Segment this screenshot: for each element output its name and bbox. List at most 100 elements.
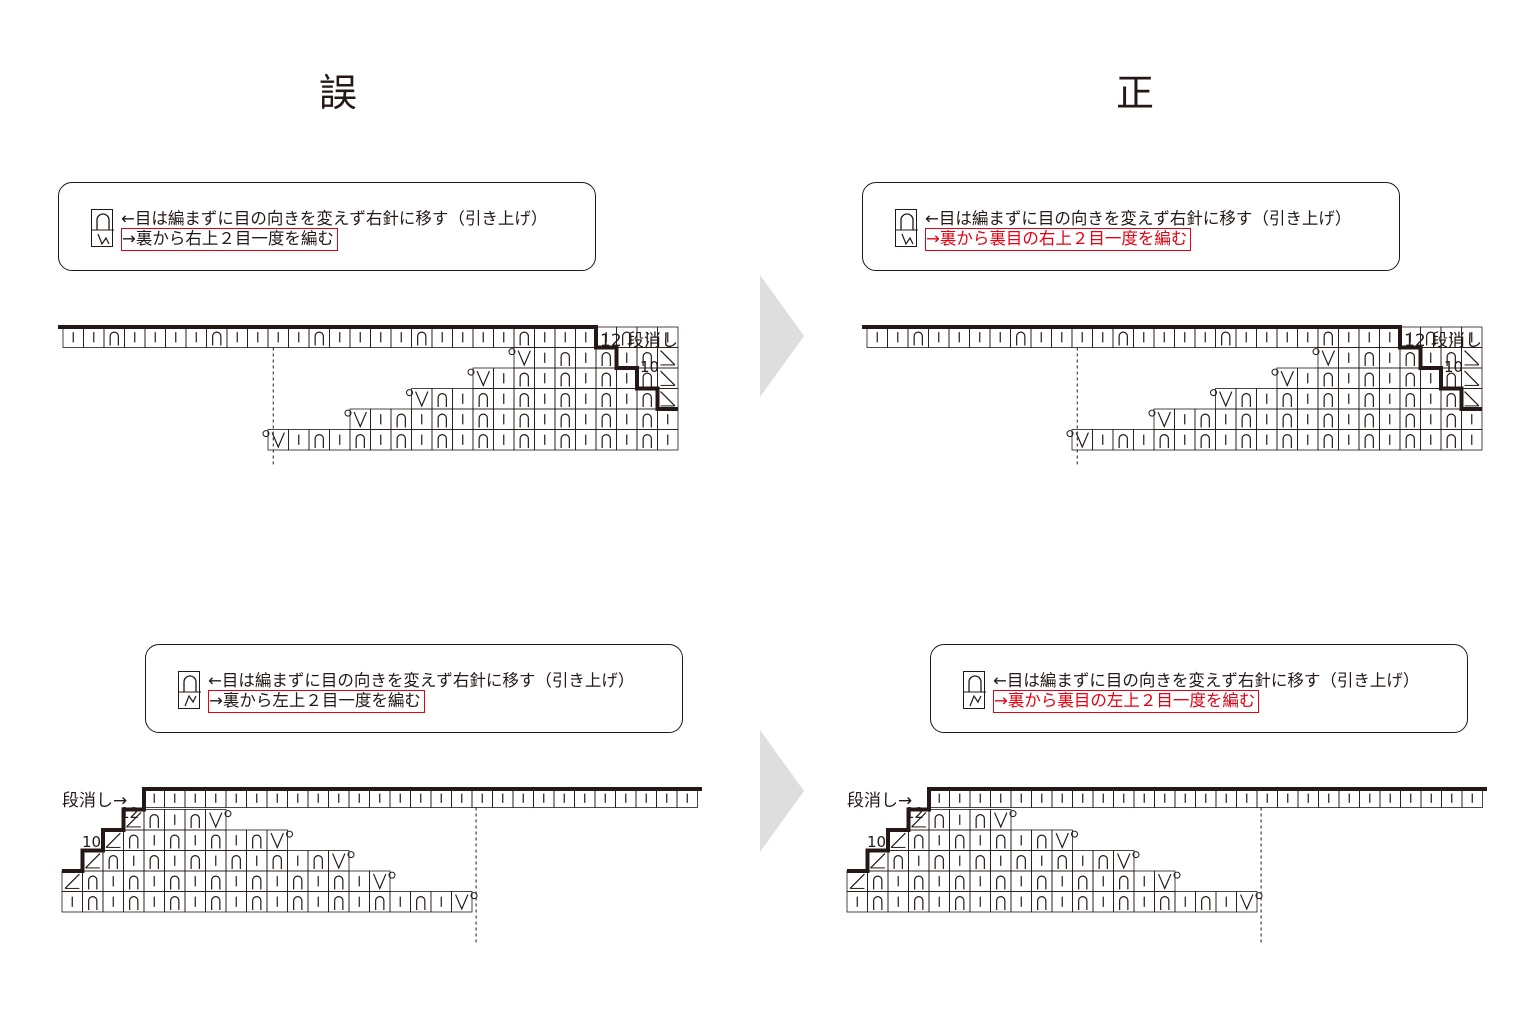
heading-wrong: 誤	[318, 71, 357, 115]
purl-stitch-icon	[1364, 413, 1374, 428]
grid-cell	[451, 891, 473, 913]
purl-stitch-icon	[519, 331, 529, 346]
yarn-over-icon	[1271, 368, 1279, 376]
purl-stitch-icon	[1200, 413, 1210, 428]
purl-stitch-icon	[1119, 896, 1129, 910]
slip-v-icon	[1219, 391, 1233, 408]
purl-stitch-icon	[1426, 331, 1436, 346]
purl-stitch-icon	[1160, 896, 1170, 910]
decrease-icon	[1464, 391, 1480, 407]
purl-stitch-icon	[211, 896, 221, 910]
purl-stitch-icon	[1037, 834, 1047, 849]
purl-stitch-icon	[642, 434, 652, 448]
row-label-10: 10	[640, 358, 660, 376]
slip-v-icon	[994, 812, 1008, 829]
slip-stitch-symbol-icon	[895, 209, 918, 247]
panel-bottom-wrong: ←目は編まずに目の向きを変えず右針に移す（引き上げ） →裏から左上２目一度を編む…	[61, 644, 702, 943]
slip-stitch-symbol-icon	[178, 671, 201, 709]
purl-stitch-icon	[1201, 896, 1211, 910]
purl-stitch-icon	[1446, 352, 1456, 366]
decrease-icon	[126, 812, 142, 828]
purl-stitch-icon	[1446, 434, 1456, 448]
grid-cell	[928, 809, 950, 831]
slip-v-icon	[1280, 370, 1294, 387]
yarn-over-icon	[467, 368, 475, 376]
purl-stitch-icon	[334, 875, 344, 890]
decrease-icon	[1464, 370, 1480, 386]
slip-v-icon	[1240, 894, 1254, 911]
grid-cell	[990, 891, 1012, 913]
purl-stitch-icon	[1446, 372, 1456, 387]
purl-stitch-icon	[1119, 875, 1129, 890]
purl-stitch-icon	[396, 434, 406, 448]
purl-stitch-icon	[231, 855, 241, 869]
grid-cell	[1113, 891, 1135, 913]
slip-v-icon	[517, 350, 531, 367]
purl-stitch-icon	[1446, 413, 1456, 428]
grid-cell	[990, 829, 1012, 851]
purl-stitch-icon	[1078, 875, 1088, 890]
purl-stitch-icon	[622, 331, 632, 346]
grid-cell	[1154, 891, 1176, 913]
decrease-icon	[849, 873, 865, 889]
grid-cell	[887, 850, 909, 872]
grid-cell	[949, 891, 971, 913]
slip-v-icon	[415, 391, 429, 408]
purl-stitch-icon	[914, 896, 924, 910]
purl-stitch-icon	[955, 875, 965, 890]
purl-stitch-icon	[519, 413, 529, 428]
purl-stitch-icon	[252, 896, 262, 910]
decrease-icon	[85, 853, 101, 869]
purl-stitch-icon	[437, 434, 447, 448]
slip-v-icon	[1321, 350, 1335, 367]
grid-cell	[908, 870, 930, 892]
yarn-over-icon	[1210, 389, 1217, 397]
decrease-icon	[64, 873, 80, 889]
purl-stitch-icon	[170, 875, 180, 890]
decrease-icon	[660, 391, 676, 407]
decrease-icon	[105, 832, 121, 848]
grid-cell	[1092, 850, 1114, 872]
slip-v-icon	[332, 853, 346, 870]
yarn-over-icon	[1132, 851, 1140, 859]
grid-cell	[267, 429, 289, 451]
purl-stitch-icon	[873, 875, 883, 890]
purl-stitch-icon	[417, 331, 427, 346]
purl-stitch-icon	[1200, 434, 1210, 448]
purl-stitch-icon	[1405, 413, 1415, 428]
grid-cell	[1031, 829, 1053, 851]
decrease-icon	[870, 853, 886, 869]
grid-cell	[1071, 429, 1093, 451]
purl-stitch-icon	[1282, 413, 1292, 428]
slip-stitch-symbol-icon	[963, 671, 986, 709]
decrease-icon	[890, 832, 906, 848]
purl-stitch-icon	[1078, 896, 1088, 910]
purl-stitch-icon	[1037, 875, 1047, 890]
row-label-12: 12	[905, 804, 925, 822]
purl-stitch-icon	[1016, 331, 1026, 346]
purl-stitch-icon	[1016, 855, 1026, 869]
yarn-over-icon	[262, 430, 270, 438]
yarn-over-icon	[344, 409, 352, 417]
legend-line-2: →裏から左上２目一度を編む	[208, 690, 425, 713]
purl-stitch-icon	[375, 896, 385, 910]
yarn-over-icon	[508, 348, 516, 356]
right-arrow-icon	[760, 275, 804, 397]
decrease-icon	[911, 812, 927, 828]
purl-stitch-icon	[601, 434, 611, 448]
panel-top-wrong: ←目は編まずに目の向きを変えず右針に移す（引き上げ） →裏から右上２目一度を編む…	[0, 0, 760, 500]
purl-stitch-icon	[211, 834, 221, 849]
purl-stitch-icon	[601, 393, 611, 407]
purl-stitch-icon	[1446, 393, 1456, 407]
purl-stitch-icon	[149, 855, 159, 869]
slip-v-icon	[1075, 432, 1089, 449]
purl-stitch-icon	[560, 434, 570, 448]
legend-line-2: →裏から裏目の右上２目一度を編む	[925, 228, 1192, 251]
row-label-10: 10	[82, 833, 102, 851]
purl-stitch-icon	[293, 875, 303, 890]
purl-stitch-icon	[1118, 331, 1128, 346]
grid-cell	[1031, 870, 1053, 892]
grid-cell	[928, 850, 950, 872]
purl-stitch-icon	[478, 413, 488, 428]
purl-stitch-icon	[1405, 352, 1415, 366]
